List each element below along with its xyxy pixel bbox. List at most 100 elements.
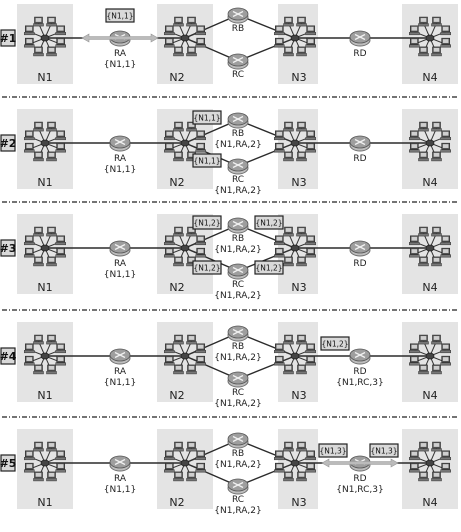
router-label-ra: RA bbox=[114, 474, 127, 484]
message-text: {N1,1} bbox=[193, 114, 220, 123]
router-label-rc: RC bbox=[232, 175, 244, 185]
computer-icon bbox=[296, 16, 307, 27]
lan-cluster-icon bbox=[164, 121, 206, 162]
hub-icon bbox=[40, 352, 50, 360]
message-box bbox=[369, 443, 399, 458]
hub-icon bbox=[290, 34, 300, 42]
message-text: {N1,2} bbox=[193, 264, 220, 273]
computer-icon bbox=[33, 46, 44, 57]
network-label-n1: N1 bbox=[37, 496, 52, 509]
router-icon bbox=[227, 371, 249, 388]
computer-icon bbox=[431, 46, 442, 57]
computer-icon bbox=[274, 130, 285, 141]
computer-icon bbox=[305, 247, 316, 258]
computer-icon bbox=[283, 121, 294, 132]
computer-icon bbox=[164, 450, 175, 461]
step-label: #3 bbox=[0, 242, 16, 255]
computer-icon bbox=[440, 142, 451, 153]
computer-icon bbox=[55, 450, 66, 461]
computer-icon bbox=[46, 16, 57, 27]
computer-icon bbox=[46, 334, 57, 345]
message-text: {N1,2} bbox=[255, 219, 282, 228]
computer-icon bbox=[33, 121, 44, 132]
routing-table-rc: {N1,RA,2} bbox=[214, 291, 261, 301]
routing-message: {N1,2} bbox=[254, 215, 284, 230]
computer-icon bbox=[440, 355, 451, 366]
computer-icon bbox=[409, 142, 420, 153]
computer-icon bbox=[283, 46, 294, 57]
hub-icon bbox=[290, 459, 300, 467]
message-box bbox=[192, 260, 222, 275]
computer-icon bbox=[283, 256, 294, 267]
router-label-rc: RC bbox=[232, 280, 244, 290]
hub-icon bbox=[180, 34, 190, 42]
network-label-n2: N2 bbox=[169, 176, 184, 189]
computer-icon bbox=[274, 355, 285, 366]
router-icon bbox=[109, 348, 131, 365]
routing-message: {N1,2} bbox=[254, 260, 284, 275]
computer-icon bbox=[274, 462, 285, 473]
computer-icon bbox=[305, 37, 316, 48]
computer-icon bbox=[431, 471, 442, 482]
lan-cluster-icon bbox=[164, 16, 206, 57]
computer-icon bbox=[283, 441, 294, 452]
computer-icon bbox=[418, 46, 429, 57]
hub-icon bbox=[180, 352, 190, 360]
computer-icon bbox=[186, 334, 197, 345]
router-label-ra: RA bbox=[114, 367, 127, 377]
router-icon bbox=[349, 135, 371, 152]
computer-icon bbox=[195, 37, 206, 48]
lan-cluster-icon bbox=[409, 16, 451, 57]
computer-icon bbox=[186, 364, 197, 375]
computer-icon bbox=[305, 235, 316, 246]
computer-icon bbox=[46, 256, 57, 267]
computer-icon bbox=[24, 130, 35, 141]
routing-table-rc: {N1,RA,2} bbox=[214, 506, 261, 516]
router-icon bbox=[227, 263, 249, 280]
computer-icon bbox=[296, 226, 307, 237]
hub-icon bbox=[40, 244, 50, 252]
computer-icon bbox=[186, 471, 197, 482]
lan-cluster-icon bbox=[409, 121, 451, 162]
router-icon bbox=[227, 112, 249, 129]
router-label-rb: RB bbox=[232, 342, 244, 352]
computer-icon bbox=[409, 462, 420, 473]
computer-icon bbox=[440, 247, 451, 258]
computer-icon bbox=[409, 130, 420, 141]
network-label-n4: N4 bbox=[422, 496, 437, 509]
router-label-rd: RD bbox=[353, 49, 366, 59]
computer-icon bbox=[24, 37, 35, 48]
computer-icon bbox=[173, 256, 184, 267]
step-label: #2 bbox=[0, 137, 16, 150]
computer-icon bbox=[283, 226, 294, 237]
lan-cluster-icon bbox=[274, 334, 316, 375]
computer-icon bbox=[24, 462, 35, 473]
computer-icon bbox=[440, 130, 451, 141]
computer-icon bbox=[24, 247, 35, 258]
computer-icon bbox=[55, 37, 66, 48]
computer-icon bbox=[186, 441, 197, 452]
computer-icon bbox=[33, 151, 44, 162]
lan-cluster-icon bbox=[164, 441, 206, 482]
lan-cluster-icon bbox=[164, 334, 206, 375]
router-label-rc: RC bbox=[232, 388, 244, 398]
network-label-n3: N3 bbox=[291, 496, 306, 509]
computer-icon bbox=[283, 364, 294, 375]
computer-icon bbox=[24, 450, 35, 461]
computer-icon bbox=[418, 16, 429, 27]
computer-icon bbox=[24, 235, 35, 246]
computer-icon bbox=[409, 355, 420, 366]
computer-icon bbox=[173, 364, 184, 375]
computer-icon bbox=[195, 462, 206, 473]
computer-icon bbox=[296, 364, 307, 375]
router-label-rb: RB bbox=[232, 449, 244, 459]
computer-icon bbox=[173, 226, 184, 237]
computer-icon bbox=[164, 355, 175, 366]
lan-cluster-icon bbox=[274, 16, 316, 57]
computer-icon bbox=[431, 16, 442, 27]
computer-icon bbox=[164, 25, 175, 36]
router-icon bbox=[227, 158, 249, 175]
computer-icon bbox=[173, 471, 184, 482]
